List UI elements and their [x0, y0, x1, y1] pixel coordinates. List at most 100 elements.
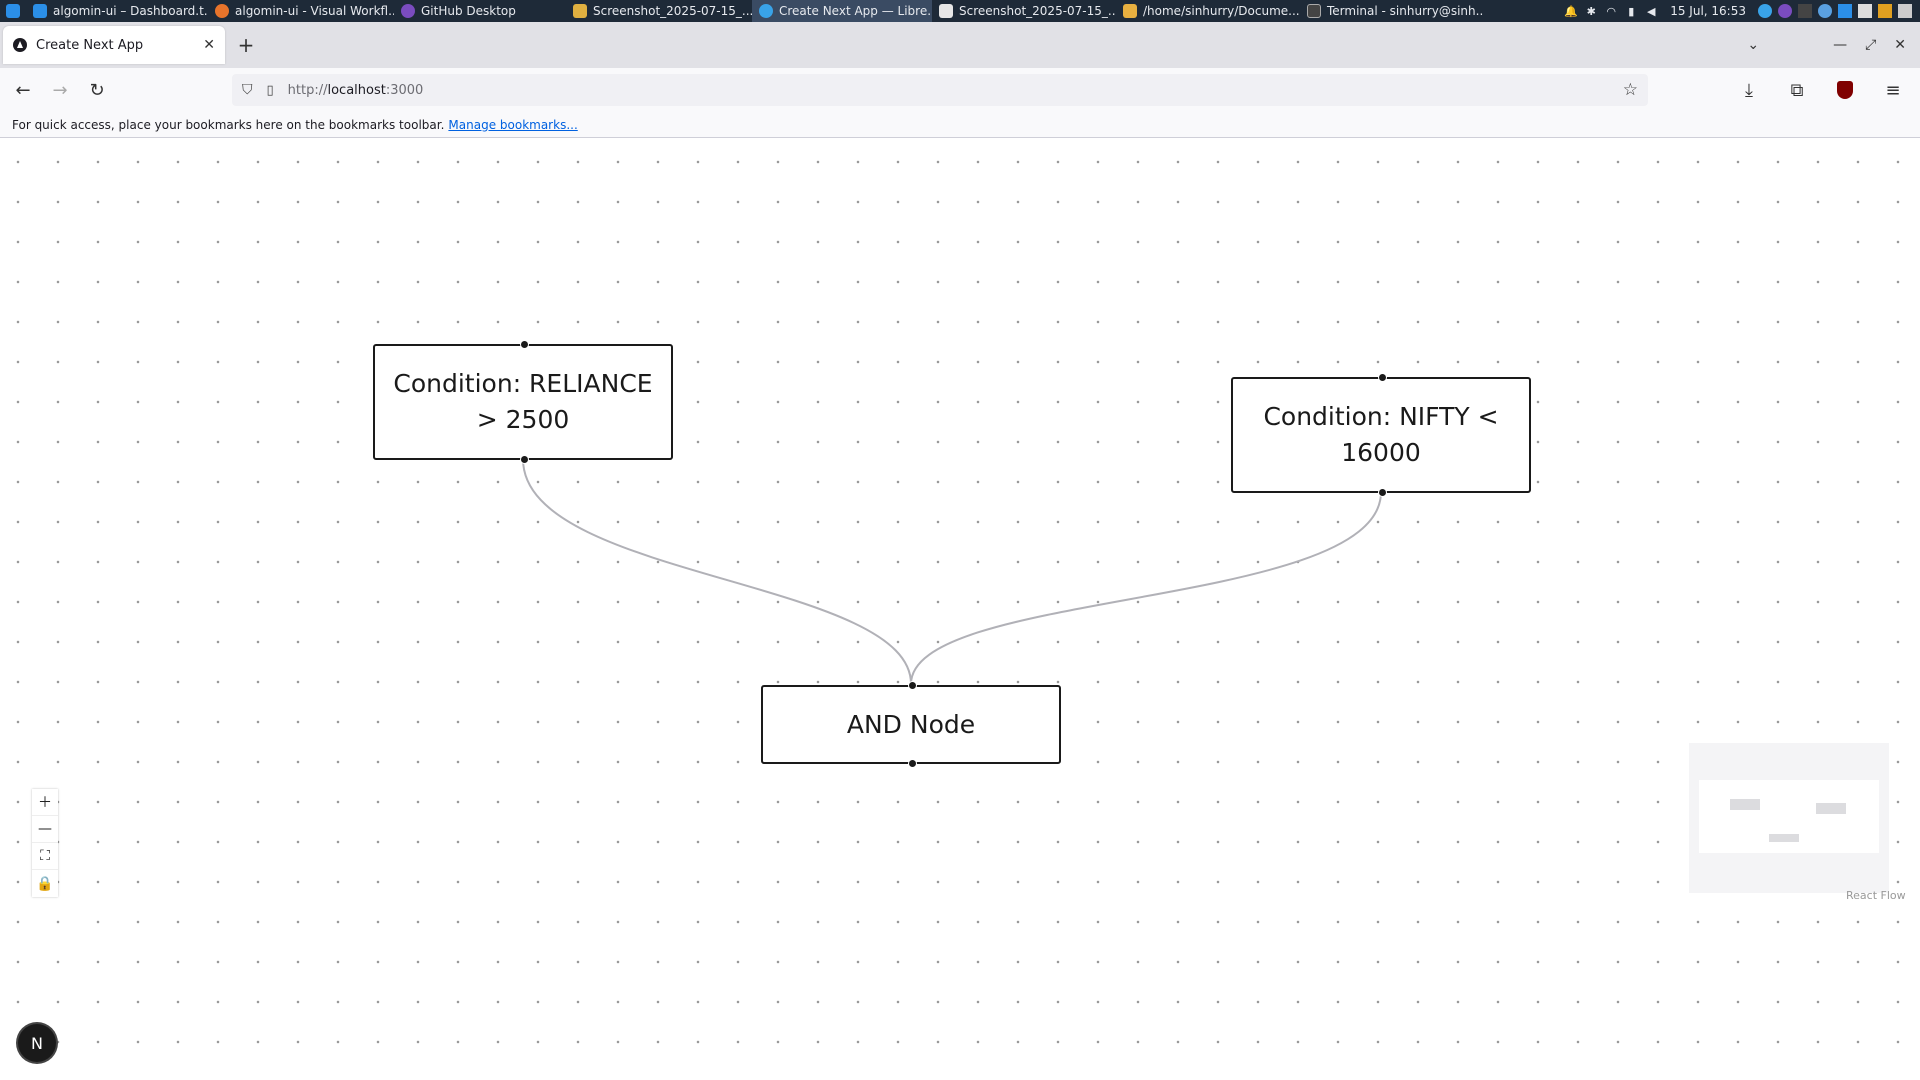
flow-edges: [522, 458, 1382, 685]
node-source-handle[interactable]: [520, 455, 529, 464]
volume-icon[interactable]: ◀: [1646, 4, 1656, 18]
minus-icon: —: [38, 821, 52, 837]
fit-view-button[interactable]: ⛶: [32, 843, 58, 870]
node-target-handle[interactable]: [1378, 373, 1387, 382]
bluetooth-icon[interactable]: ✱: [1586, 4, 1596, 18]
node-and[interactable]: AND Node: [761, 681, 1061, 768]
taskbar-item-terminal[interactable]: Terminal - sinhurry@sinh...: [1300, 0, 1484, 22]
ublock-button[interactable]: [1828, 73, 1862, 107]
taskbar-item-label: Create Next App — Libre...: [779, 4, 932, 18]
folder-tray-icon[interactable]: [1858, 4, 1872, 18]
plus-icon: ＋: [38, 795, 52, 811]
tab-create-next-app[interactable]: Create Next App ✕: [3, 26, 225, 64]
bookmarks-toolbar: For quick access, place your bookmarks h…: [0, 112, 1920, 138]
lock-icon: 🔒: [36, 875, 54, 892]
image-viewer-icon: [573, 4, 587, 18]
fit-view-icon: ⛶: [40, 848, 50, 864]
minimize-icon[interactable]: —: [1833, 37, 1848, 53]
edge-nifty-to-and[interactable]: [910, 491, 1382, 685]
maximize-icon[interactable]: ⤢: [1865, 37, 1877, 53]
taskbar-item-librewolf[interactable]: Create Next App — Libre...: [752, 0, 932, 22]
back-arrow-icon: ←: [15, 79, 31, 101]
toolbar-actions: ⤓ ⧉ ≡: [1732, 73, 1910, 107]
taskbar-item-screenshot-1[interactable]: Screenshot_2025-07-15_...: [566, 0, 752, 22]
taskbar-item-github-desktop[interactable]: GitHub Desktop: [394, 0, 566, 22]
close-tab-icon[interactable]: ✕: [203, 37, 215, 53]
bookmark-star-icon[interactable]: ☆: [1622, 80, 1638, 100]
node-target-handle[interactable]: [908, 681, 917, 690]
bookmarks-hint: For quick access, place your bookmarks h…: [12, 117, 445, 132]
url-host: localhost: [327, 82, 386, 98]
taskbar-item-file-manager[interactable]: /home/sinhurry/Docume...: [1116, 0, 1300, 22]
ublock-shield-icon: [1837, 81, 1853, 99]
vscode-tray-icon[interactable]: [1838, 4, 1852, 18]
downloads-button[interactable]: ⤓: [1732, 73, 1766, 107]
taskbar-item-screenshot-2[interactable]: Screenshot_2025-07-15_...: [932, 0, 1116, 22]
node-label: Condition: RELIANCE > 2500: [393, 369, 653, 434]
puzzle-icon: ⧉: [1790, 79, 1804, 101]
node-condition-nifty[interactable]: Condition: NIFTY < 16000: [1231, 373, 1531, 497]
forward-arrow-icon: →: [52, 79, 68, 101]
start-menu-button[interactable]: [0, 0, 26, 22]
minimap-node: [1769, 834, 1799, 842]
firefox-icon: [215, 4, 229, 18]
nextjs-dev-indicator[interactable]: N: [18, 1024, 56, 1062]
forward-button[interactable]: →: [43, 73, 77, 107]
toggle-interactivity-button[interactable]: 🔒: [32, 870, 58, 897]
flow-controls: ＋ — ⛶ 🔒: [32, 789, 58, 897]
react-flow-attribution[interactable]: React Flow: [1846, 889, 1906, 902]
start-menu-icon: [6, 4, 20, 18]
extensions-button[interactable]: ⧉: [1780, 73, 1814, 107]
app-menu-button[interactable]: ≡: [1876, 73, 1910, 107]
close-window-icon[interactable]: ✕: [1894, 37, 1906, 53]
vscode-icon: [33, 4, 47, 18]
browser-tab-strip: Create Next App ✕ + ⌄ — ⤢ ✕: [0, 22, 1920, 68]
hamburger-menu-icon: ≡: [1885, 79, 1901, 101]
url-text[interactable]: http://localhost:3000: [288, 83, 424, 98]
node-source-handle[interactable]: [1378, 488, 1387, 497]
edge-reliance-to-and[interactable]: [522, 458, 912, 685]
app-tray-icon[interactable]: [1818, 4, 1832, 18]
librewolf-icon: [759, 4, 773, 18]
node-source-handle[interactable]: [908, 759, 917, 768]
nextjs-logo-icon: N: [31, 1033, 43, 1053]
url-bar[interactable]: ⛉ ▯ http://localhost:3000 ☆: [232, 74, 1648, 106]
reload-button[interactable]: ↻: [80, 73, 114, 107]
github-tray-icon[interactable]: [1778, 4, 1792, 18]
back-button[interactable]: ←: [6, 73, 40, 107]
minimap-node: [1816, 803, 1846, 814]
minimap-node: [1730, 799, 1760, 810]
librewolf-tray-icon[interactable]: [1758, 4, 1772, 18]
node-condition-reliance[interactable]: Condition: RELIANCE > 2500: [373, 340, 673, 464]
taskbar-item-label: GitHub Desktop: [421, 4, 516, 18]
notification-bell-icon[interactable]: 🔔: [1564, 4, 1579, 18]
node-label: Condition: NIFTY < 16000: [1263, 402, 1499, 467]
taskbar-item-label: Screenshot_2025-07-15_...: [959, 4, 1116, 18]
flow-canvas[interactable]: Condition: RELIANCE > 2500 Condition: NI…: [0, 139, 1920, 1080]
window-controls: ⌄ — ⤢ ✕: [1747, 22, 1920, 68]
wifi-icon[interactable]: ◠: [1606, 4, 1617, 18]
minimap-viewport: [1699, 780, 1879, 853]
chart-tray-icon[interactable]: [1878, 4, 1892, 18]
new-tab-button[interactable]: +: [237, 33, 255, 57]
manage-bookmarks-link[interactable]: Manage bookmarks...: [448, 117, 578, 132]
url-port: :3000: [385, 82, 424, 98]
download-icon: ⤓: [1745, 79, 1753, 101]
screen-tray-icon[interactable]: [1898, 4, 1912, 18]
page-info-icon[interactable]: ▯: [266, 82, 274, 98]
zoom-out-button[interactable]: —: [32, 816, 58, 843]
battery-icon[interactable]: ▮: [1628, 4, 1635, 18]
taskbar-item-label: algomin-ui - Visual Workfl...: [235, 4, 394, 18]
tab-title: Create Next App: [36, 37, 144, 53]
flow-minimap[interactable]: [1689, 743, 1889, 893]
terminal-tray-icon[interactable]: [1798, 4, 1812, 18]
node-label: AND Node: [846, 709, 976, 739]
taskbar-item-vscode[interactable]: algomin-ui – Dashboard.t...: [26, 0, 208, 22]
zoom-in-button[interactable]: ＋: [32, 789, 58, 816]
taskbar-item-firefox[interactable]: algomin-ui - Visual Workfl...: [208, 0, 394, 22]
tracking-protection-shield-icon[interactable]: ⛉: [242, 82, 253, 98]
clock[interactable]: 15 Jul, 16:53: [1670, 4, 1746, 18]
list-all-tabs-icon[interactable]: ⌄: [1747, 37, 1760, 53]
navigation-toolbar: ← → ↻ ⛉ ▯ http://localhost:3000 ☆ ⤓ ⧉ ≡: [0, 68, 1920, 112]
node-target-handle[interactable]: [520, 340, 529, 349]
